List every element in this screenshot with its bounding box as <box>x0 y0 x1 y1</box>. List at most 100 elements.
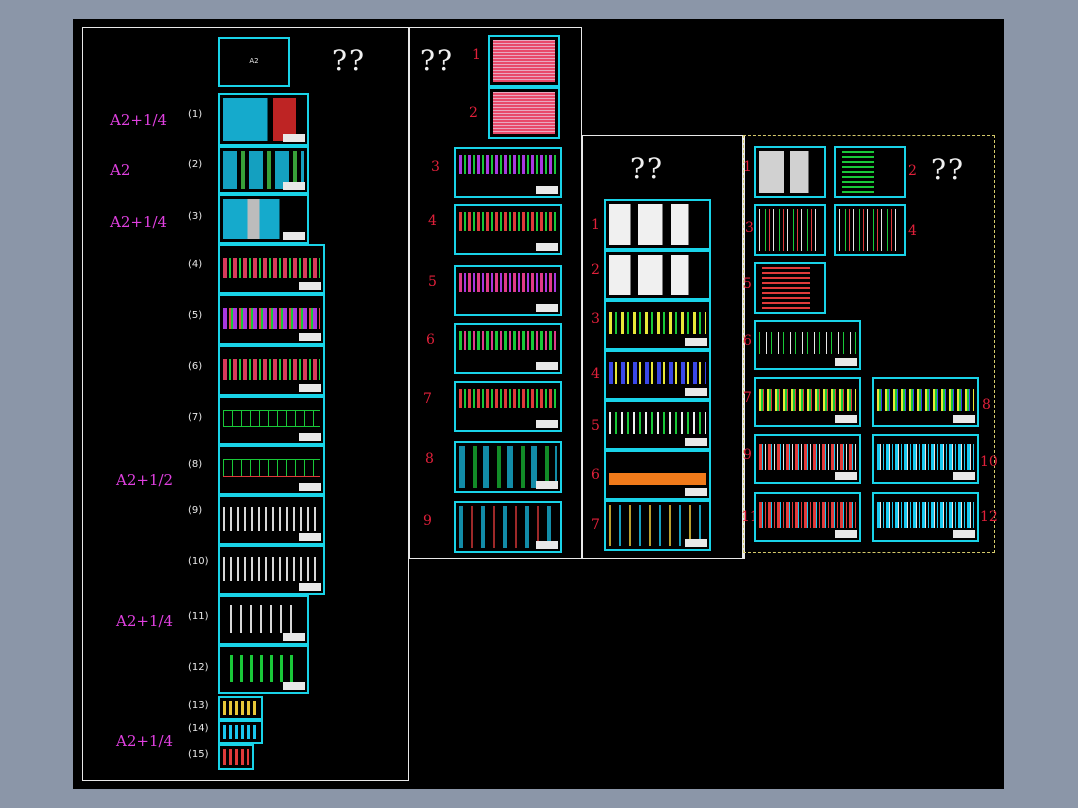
sheet-thumbnail <box>842 151 874 193</box>
sheet-a-11[interactable] <box>218 595 309 645</box>
sheet-b-6[interactable] <box>454 323 562 374</box>
title-block <box>299 282 321 290</box>
group-b-number-6: 6 <box>426 332 435 348</box>
sheet-thumbnail <box>223 359 320 380</box>
sheet-thumbnail <box>759 389 856 411</box>
sheet-a-14[interactable] <box>218 720 263 744</box>
title-block <box>283 182 305 190</box>
sheet-thumbnail <box>223 749 249 765</box>
title-block <box>299 483 321 491</box>
sheet-thumbnail <box>230 605 297 633</box>
group-b-number-1: 1 <box>472 47 481 63</box>
sheet-label-1: (1) <box>188 109 203 120</box>
sheet-c-4[interactable] <box>604 350 711 400</box>
drawing-group-c-frame <box>582 135 743 559</box>
group-b-number-7: 7 <box>423 391 432 407</box>
sheet-d-10[interactable] <box>872 434 979 484</box>
sheet-a-1[interactable] <box>218 93 309 146</box>
sheet-a-2[interactable] <box>218 146 309 194</box>
sheet-b-2[interactable] <box>488 87 560 139</box>
title-block <box>835 472 857 480</box>
group-b-number-8: 8 <box>425 451 434 467</box>
sheet-d-5[interactable] <box>754 262 826 314</box>
sheet-a-10[interactable] <box>218 545 325 595</box>
sheet-thumbnail <box>759 502 856 528</box>
sheet-d-1[interactable] <box>754 146 826 198</box>
group-c-number-1: 1 <box>591 217 600 233</box>
sheet-thumbnail <box>223 459 320 477</box>
sheet-d-3[interactable] <box>754 204 826 256</box>
sheet-c-2[interactable] <box>604 250 711 300</box>
sheet-a-3[interactable] <box>218 194 309 244</box>
sheet-d-9[interactable] <box>754 434 861 484</box>
sheet-thumbnail <box>609 362 706 384</box>
size-label-6: A2+1/4 <box>116 732 174 750</box>
size-label-4: A2+1/2 <box>116 471 174 489</box>
sheet-thumbnail <box>877 502 974 528</box>
sheet-c-3[interactable] <box>604 300 711 350</box>
group-d-number-9: 9 <box>743 447 752 463</box>
sheet-a-13[interactable] <box>218 696 263 720</box>
cad-model-space[interactable]: ?? A2 A2+1/4 A2 A2+1/4 A2+1/2 A2+1/4 A2+… <box>73 19 1004 789</box>
title-block <box>953 530 975 538</box>
sheet-a-6[interactable] <box>218 345 325 396</box>
cover-title: A2 <box>249 57 259 65</box>
title-block <box>953 415 975 423</box>
group-b-number-3: 3 <box>431 159 440 175</box>
sheet-label-7: (7) <box>188 412 203 423</box>
sheet-d-12[interactable] <box>872 492 979 542</box>
sheet-a-8[interactable] <box>218 445 325 495</box>
sheet-d-8[interactable] <box>872 377 979 427</box>
title-block <box>953 472 975 480</box>
sheet-b-1[interactable] <box>488 35 560 87</box>
sheet-d-7[interactable] <box>754 377 861 427</box>
sheet-label-14: (14) <box>188 723 209 734</box>
drawing-group-d-extent <box>743 135 995 553</box>
sheet-a-15[interactable] <box>218 744 254 770</box>
sheet-thumbnail <box>223 507 320 531</box>
sheet-b-9[interactable] <box>454 501 562 553</box>
sheet-b-4[interactable] <box>454 204 562 255</box>
title-block <box>536 186 558 194</box>
sheet-thumbnail <box>493 40 555 82</box>
sheet-a-9[interactable] <box>218 495 325 545</box>
sheet-thumbnail <box>762 267 810 309</box>
title-block <box>283 682 305 690</box>
sheet-a-4[interactable] <box>218 244 325 294</box>
group-d-number-10: 10 <box>980 454 998 470</box>
title-block <box>536 243 558 251</box>
sheet-thumbnail <box>459 212 557 231</box>
sheet-c-1[interactable] <box>604 199 711 250</box>
sheet-b-8[interactable] <box>454 441 562 493</box>
sheet-b-5[interactable] <box>454 265 562 316</box>
sheet-b-3[interactable] <box>454 147 562 198</box>
title-block <box>299 533 321 541</box>
sheet-c-6[interactable] <box>604 450 711 500</box>
group-b-unknown-label: ?? <box>420 44 455 77</box>
sheet-thumbnail <box>609 312 706 334</box>
sheet-d-6[interactable] <box>754 320 861 370</box>
sheet-b-7[interactable] <box>454 381 562 432</box>
sheet-a-5[interactable] <box>218 294 325 345</box>
sheet-c-7[interactable] <box>604 500 711 551</box>
title-block <box>283 633 305 641</box>
sheet-d-11[interactable] <box>754 492 861 542</box>
group-d-number-8: 8 <box>982 397 991 413</box>
title-block <box>835 358 857 366</box>
size-label-2: A2 <box>110 161 131 179</box>
sheet-label-12: (12) <box>188 662 209 673</box>
sheet-d-2[interactable] <box>834 146 906 198</box>
sheet-thumbnail <box>459 331 557 350</box>
sheet-thumbnail <box>493 92 555 134</box>
sheet-a-7[interactable] <box>218 396 325 445</box>
sheet-a-12[interactable] <box>218 645 309 694</box>
title-block <box>536 420 558 428</box>
sheet-c-5[interactable] <box>604 400 711 450</box>
group-c-number-6: 6 <box>591 467 600 483</box>
sheet-thumbnail <box>459 389 557 408</box>
sheet-d-4[interactable] <box>834 204 906 256</box>
sheet-thumbnail <box>223 557 320 581</box>
sheet-thumbnail <box>609 204 706 245</box>
sheet-cover[interactable]: A2 <box>218 37 290 87</box>
title-block <box>536 362 558 370</box>
